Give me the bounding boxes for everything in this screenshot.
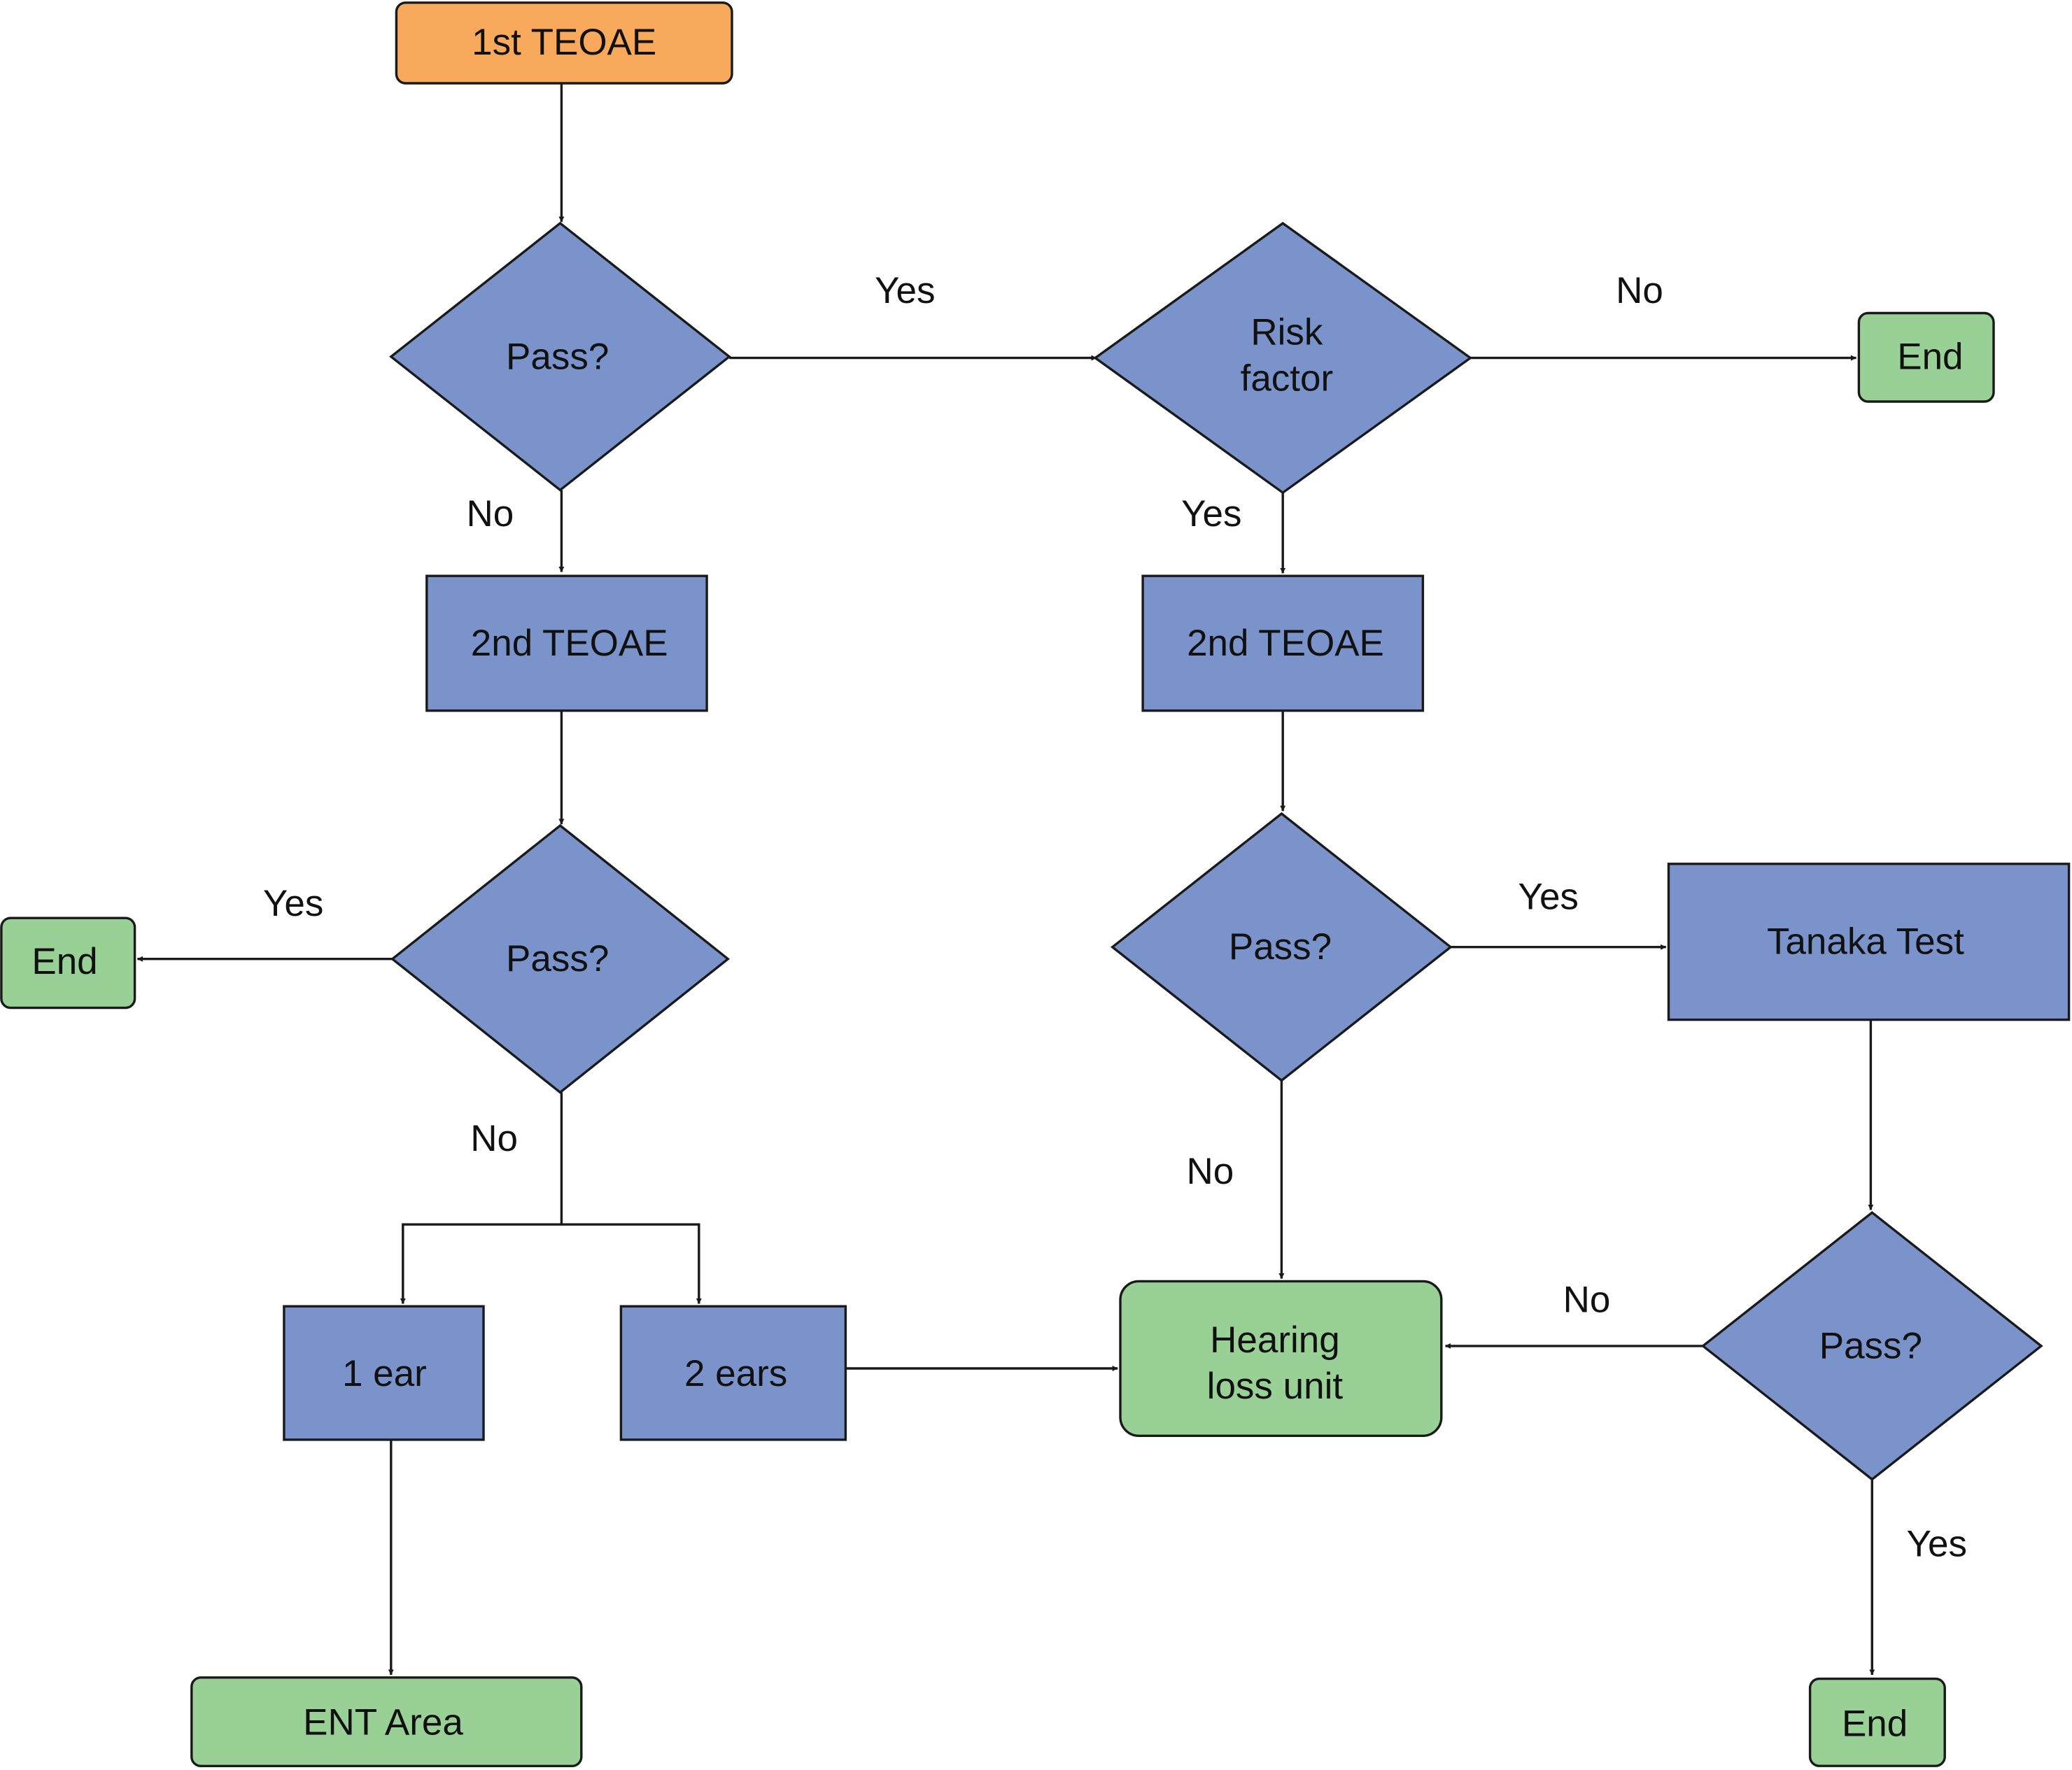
node-end_left: End	[0, 916, 136, 1010]
node-teoae2_right: 2nd TEOAE	[1141, 574, 1425, 712]
edge-label-pass2_right-to-hearing: No	[1187, 1151, 1234, 1192]
edge-pass2_left-to-one_ear	[400, 1092, 563, 1304]
node-text-end_top: End	[1897, 336, 1963, 377]
node-text-start: 1st TEOAE	[472, 22, 656, 63]
node-text-risk: Risk	[1250, 311, 1323, 353]
node-shape-ent	[190, 1676, 583, 1768]
node-shape-one_ear	[283, 1305, 485, 1441]
node-text-pass3: Pass?	[1819, 1325, 1922, 1366]
node-text-hearing: loss unit	[1207, 1366, 1344, 1407]
node-text-two_ears: 2 ears	[684, 1353, 787, 1394]
decision-shape-pass1	[389, 221, 731, 492]
node-text-end_bottom: End	[1842, 1703, 1908, 1744]
node-text-pass2_left: Pass?	[506, 938, 609, 979]
edge-label-pass3-to-hearing: No	[1563, 1279, 1611, 1320]
node-two_ears: 2 ears	[619, 1305, 847, 1441]
node-text-hearing: Hearing	[1210, 1319, 1340, 1361]
edge-label-pass3-to-end_bottom: Yes	[1907, 1524, 1967, 1565]
edge-label-pass2_left-to-end_left: Yes	[263, 883, 323, 924]
edge-label-risk-to-teoae2_right: Yes	[1181, 493, 1241, 534]
node-pass3: Pass?	[1700, 1211, 2043, 1481]
decision-shape-pass3	[1700, 1211, 2043, 1481]
node-text-tanaka: Tanaka Test	[1767, 921, 1964, 963]
node-tanaka: Tanaka Test	[1667, 863, 2071, 1021]
node-shape-end_bottom	[1808, 1677, 1946, 1767]
node-one_ear: 1 ear	[283, 1305, 485, 1441]
decision-shape-pass2_right	[1110, 812, 1453, 1082]
node-shape-tanaka	[1667, 863, 2071, 1021]
node-text-pass1: Pass?	[506, 336, 609, 377]
node-teoae2_left: 2nd TEOAE	[425, 574, 708, 712]
edge-label-pass2_right-to-tanaka: Yes	[1518, 877, 1578, 918]
edge-label-pass1-to-risk: Yes	[875, 270, 935, 311]
edge-label-pass2_left-to-one_ear: No	[470, 1118, 518, 1159]
node-pass1: Pass?	[389, 221, 731, 492]
node-shape-teoae2_left	[425, 574, 708, 712]
decision-shape-pass2_left	[390, 823, 731, 1094]
node-start: 1st TEOAE	[395, 1, 733, 85]
edge-label-risk-to-end_top: No	[1616, 270, 1663, 311]
node-text-teoae2_right: 2nd TEOAE	[1187, 623, 1384, 664]
node-ent: ENT Area	[190, 1676, 583, 1768]
edge-pass2_left-to-two_ears	[561, 1223, 702, 1304]
node-shape-start	[395, 1, 733, 85]
node-text-end_left: End	[31, 941, 97, 982]
node-text-ent: ENT Area	[303, 1702, 463, 1743]
node-pass2_left: Pass?	[390, 823, 731, 1094]
node-shape-hearing	[1119, 1280, 1443, 1438]
node-shape-end_left	[0, 916, 136, 1010]
node-shape-two_ears	[619, 1305, 847, 1441]
node-text-pass2_right: Pass?	[1229, 926, 1332, 968]
edges-layer	[136, 83, 1875, 1676]
decision-shape-risk	[1093, 222, 1473, 495]
node-text-teoae2_left: 2nd TEOAE	[471, 623, 668, 664]
node-hearing: Hearing loss unit	[1119, 1280, 1443, 1438]
node-text-one_ear: 1 ear	[342, 1353, 427, 1394]
node-end_top: End	[1857, 311, 1995, 403]
node-pass2_right: Pass?	[1110, 812, 1453, 1082]
node-shape-end_top	[1857, 311, 1995, 403]
node-end_bottom: End	[1808, 1677, 1946, 1767]
node-text-risk: factor	[1241, 357, 1334, 399]
edge-label-pass1-to-teoae2_left: No	[467, 493, 514, 534]
node-shape-teoae2_right	[1141, 574, 1425, 712]
